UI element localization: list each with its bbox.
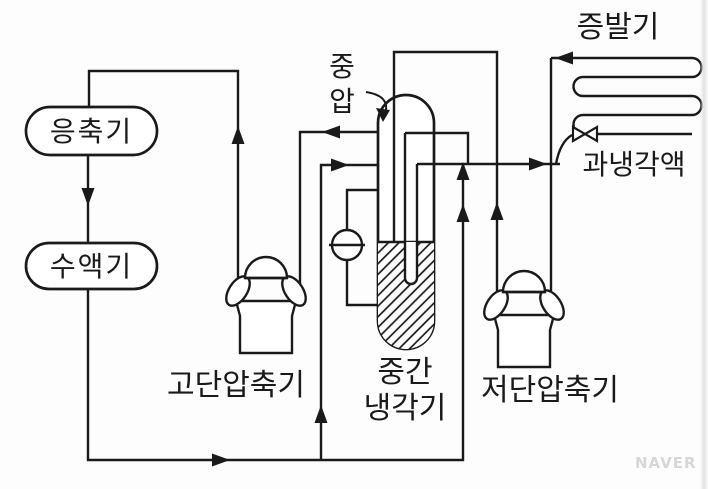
subcooler-u-tube [403,133,419,286]
lp-compressor-icon [483,269,565,369]
intercooler-label: 중간 냉각기 [352,355,458,427]
flow-arrow-down [81,188,95,206]
condenser-shape [24,105,159,157]
flow-arrow-up [456,162,470,180]
flow-arrow-up [490,202,504,220]
subcooler-channel-mask [405,242,417,284]
low-stage-compressor-label: 저단압축기 [481,373,619,408]
pipe-liquid-branch-to-intercooler [319,163,378,460]
evaporator-coil [551,56,703,136]
intermediate-pressure-label: 중압 [329,50,355,118]
expansion-valve-icon [582,125,599,143]
pipe-subcooler-feed-jog [405,131,470,164]
flow-arrow-up [231,126,245,144]
float-gauge-piping [345,188,378,307]
scan-edge-shadow [700,0,707,489]
flow-arrow-right [331,158,349,172]
expansion-valve-icon [571,125,588,143]
flow-arrow-up [314,405,328,423]
receiver-shape [24,241,159,291]
flow-arrow-left [322,125,340,139]
pipe-vapor-to-hp-compressor [298,130,378,290]
receiver-label: 수액기 [49,250,134,283]
intercooler-liquid-hatch [378,242,434,349]
pipe-hp-discharge-to-condenser [87,69,240,290]
flow-arrow-up [456,204,470,222]
flow-arrow-right [529,157,547,171]
naver-watermark: NAVER [635,454,697,472]
pipe-lp-discharge-loop [392,50,499,292]
subcooled-liquid-label: 과냉각액 [582,148,686,181]
pipe-receiver-liquid-main [86,164,465,462]
high-stage-compressor-label: 고단압축기 [167,368,305,403]
intercooler-label-line2: 냉각기 [363,391,447,426]
evaporator-label: 증발기 [576,10,660,45]
intercooler-label-line1: 중간 [377,355,433,390]
flow-arrow-left [555,51,573,65]
hp-compressor-icon [225,255,307,355]
flow-arrow-right [212,453,230,467]
pointer-arrowhead [376,108,390,122]
condenser-label: 응축기 [49,115,134,148]
pipe-valve-riser-curve [554,133,573,165]
